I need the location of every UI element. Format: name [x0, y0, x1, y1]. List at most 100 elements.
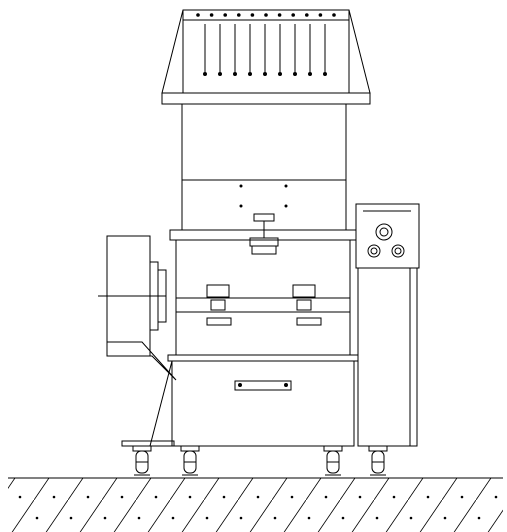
caster-mount [368, 445, 388, 452]
hopper-outline [161, 9, 371, 94]
floor-dot [409, 516, 413, 520]
electrical-cabinet [357, 267, 418, 447]
cutting-chamber [167, 213, 359, 362]
hopper-base-flange [161, 92, 371, 105]
hopper-bolt [223, 13, 227, 17]
panel-face [355, 203, 420, 269]
hopper-bolt [196, 13, 200, 17]
caster [323, 445, 343, 476]
clamp-block [292, 284, 316, 298]
floor-dot [307, 516, 311, 520]
floor-dot [477, 516, 481, 520]
casters [132, 445, 388, 476]
hopper-bolt [237, 13, 241, 17]
motor-guard [106, 341, 177, 381]
clamp-handle [253, 213, 275, 222]
hopper-bolt [264, 13, 268, 17]
floor-dot [205, 516, 209, 520]
handle-screw [238, 383, 242, 387]
clamp-handle [206, 317, 232, 326]
column-housing [181, 103, 347, 231]
hopper-bolt [318, 13, 323, 17]
emergency-stop-knob [375, 223, 393, 241]
floor-dot [18, 495, 22, 499]
floor-dot [69, 516, 73, 520]
vent-slot-end [278, 72, 282, 76]
floor-dot [222, 495, 226, 499]
caster [180, 445, 200, 476]
floor-dot [392, 495, 396, 499]
caster [132, 445, 152, 476]
vent-slot-end [248, 72, 252, 76]
stop-button [391, 244, 405, 258]
column-screw [284, 204, 288, 208]
vent-slot-end [308, 72, 312, 76]
floor [8, 477, 503, 532]
floor-dot [154, 495, 158, 499]
chamber-clamp [249, 213, 279, 255]
hopper-bolt [277, 13, 282, 17]
chamber-lower-flange [167, 354, 359, 362]
clamp-block [210, 299, 226, 311]
floor-dot [86, 495, 90, 499]
button-center [394, 247, 402, 255]
caster-mount [323, 445, 343, 452]
floor-dot [426, 495, 430, 499]
floor-dot [290, 495, 294, 499]
handle-screw [284, 383, 288, 387]
floor-dot [35, 516, 39, 520]
floor-dot [239, 516, 243, 520]
column-screw [284, 184, 288, 188]
floor-dot [494, 495, 498, 499]
floor-texture [18, 495, 498, 520]
motor-support-strut [149, 360, 173, 447]
vent-slot-end [218, 72, 222, 76]
floor-dot [460, 495, 464, 499]
vent-slot-end [323, 72, 327, 76]
floor-dot [120, 495, 124, 499]
control-panel [355, 203, 420, 447]
floor-hatching [8, 478, 503, 532]
floor-dot [443, 516, 447, 520]
hopper-bolt [250, 13, 255, 17]
main-column [181, 103, 347, 231]
chamber-clamp [206, 284, 232, 326]
floor-dot [341, 516, 345, 520]
floor-dot [103, 516, 107, 520]
motor-support-plate [121, 440, 175, 447]
clamp-block [296, 299, 312, 311]
drive-motor [98, 235, 177, 381]
button-center [370, 247, 378, 255]
floor-dot [273, 516, 277, 520]
column-screw [239, 184, 243, 188]
caster-mount [132, 445, 152, 452]
lower-cabinet [121, 360, 355, 447]
knob-center [379, 227, 389, 237]
caster [368, 445, 388, 476]
hopper-bolt [305, 13, 309, 17]
vent-slot-end [203, 72, 207, 76]
clamp-block [251, 245, 277, 255]
hopper-bolt [291, 13, 296, 17]
hopper-vent-slots [203, 24, 327, 76]
floor-dot [137, 516, 141, 520]
hopper-bolts [196, 13, 336, 17]
column-screw [239, 204, 243, 208]
start-button [367, 244, 381, 258]
clamp-handle [296, 317, 322, 326]
hopper-bolt [332, 13, 336, 17]
floor-dot [52, 495, 56, 499]
cabinet-body [171, 360, 355, 447]
floor-dot [188, 495, 192, 499]
floor-dot [256, 495, 260, 499]
vent-slot-end [293, 72, 297, 76]
caster-mount [180, 445, 200, 452]
cabinet-handle-plate [234, 380, 292, 391]
floor-dot [171, 516, 175, 520]
clamp-block [206, 284, 230, 298]
chamber-clamp [292, 284, 322, 326]
floor-dot [358, 495, 362, 499]
vent-slot-end [263, 72, 267, 76]
